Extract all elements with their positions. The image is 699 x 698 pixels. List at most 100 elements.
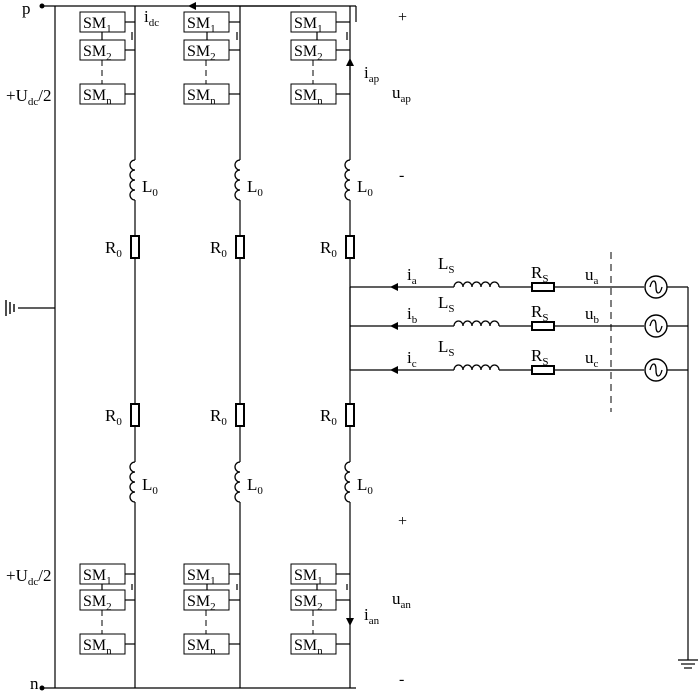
- ian-arrowhead: [346, 618, 354, 626]
- lower-inductor-label: L0: [357, 475, 373, 497]
- phase-inductor-label: LS: [438, 254, 455, 276]
- lower-resistor: [345, 403, 355, 427]
- submodule-upper-n: SMn: [79, 83, 126, 107]
- terminal-p-dot: [39, 3, 45, 9]
- iap-label: iap: [364, 63, 380, 85]
- lower-resistor-label: R0: [210, 406, 227, 428]
- submodule-lower-2: SM2: [79, 589, 126, 613]
- uan-plus: +: [398, 513, 407, 530]
- submodule-label: SM2: [83, 43, 112, 63]
- submodule-label: SM1: [83, 15, 112, 35]
- idc-arrowhead: [188, 2, 196, 10]
- terminal-n-label: n: [30, 674, 39, 693]
- upper-resistor-label: R0: [105, 238, 122, 260]
- upper-resistor: [235, 235, 245, 259]
- phase-inductor-label: LS: [438, 293, 455, 315]
- sine-wave-icon: [649, 280, 663, 294]
- phase-resistor-label: RS: [531, 302, 548, 324]
- terminal-p-label: p: [22, 0, 31, 18]
- submodule-label: SM1: [294, 567, 323, 587]
- submodule-lower-2: SM2: [183, 589, 230, 613]
- lower-inductor: [129, 461, 136, 503]
- upper-inductor-label: L0: [357, 177, 373, 199]
- ac-phase-b: ib ub LS RS: [350, 293, 688, 338]
- phase-resistor-label: RS: [531, 346, 548, 368]
- phase-current-arrow: [390, 366, 398, 374]
- phase-voltage-label: ub: [585, 304, 600, 326]
- submodule-lower-1: SM1: [290, 563, 337, 587]
- submodule-label: SM2: [187, 43, 216, 63]
- udc-bottom-label: +Udc/2: [6, 566, 52, 588]
- submodule-upper-1: SM1: [79, 11, 126, 35]
- phase-inductor: [453, 281, 500, 288]
- submodule-lower-1: SM1: [183, 563, 230, 587]
- submodule-label: SM2: [83, 593, 112, 613]
- udc-top-label: +Udc/2: [6, 86, 52, 108]
- lower-inductor: [344, 461, 351, 503]
- submodule-label: SMn: [83, 637, 112, 657]
- submodule-label: SM1: [294, 15, 323, 35]
- submodule-upper-1: SM1: [290, 11, 337, 35]
- submodule-upper-2: SM2: [79, 39, 126, 63]
- submodule-label: SMn: [294, 87, 323, 107]
- submodule-lower-2: SM2: [290, 589, 337, 613]
- ian-label: ian: [364, 605, 380, 627]
- upper-inductor-label: L0: [247, 177, 263, 199]
- submodule-label: SM2: [294, 593, 323, 613]
- converter-legs: SM1SM2SMnSM1SM2SMnL0L0R0R0SM1SM2SMnSM1SM…: [79, 6, 373, 688]
- uan-minus: -: [399, 671, 404, 688]
- phase-current-arrow: [390, 283, 398, 291]
- submodule-label: SMn: [187, 87, 216, 107]
- upper-inductor-label: L0: [142, 177, 158, 199]
- lower-resistor-label: R0: [105, 406, 122, 428]
- iap-arrowhead: [346, 58, 354, 66]
- upper-resistor-label: R0: [320, 238, 337, 260]
- dc-bus-wiring: [18, 5, 357, 689]
- lower-resistor-label: R0: [320, 406, 337, 428]
- phase-inductor: [453, 320, 500, 327]
- sine-wave-icon: [649, 319, 663, 333]
- submodule-label: SM1: [187, 567, 216, 587]
- submodule-lower-n: SMn: [183, 633, 230, 657]
- uap-minus: -: [399, 167, 404, 184]
- lower-resistor: [235, 403, 245, 427]
- terminal-n-dot: [39, 685, 45, 691]
- submodule-label: SM1: [83, 567, 112, 587]
- lower-inductor: [234, 461, 241, 503]
- sine-wave-icon: [649, 363, 663, 377]
- upper-resistor: [130, 235, 140, 259]
- upper-inductor: [129, 159, 136, 201]
- submodule-lower-n: SMn: [79, 633, 126, 657]
- submodule-upper-n: SMn: [290, 83, 337, 107]
- submodule-upper-2: SM2: [183, 39, 230, 63]
- submodule-upper-1: SM1: [183, 11, 230, 35]
- lower-inductor-label: L0: [247, 475, 263, 497]
- submodule-label: SMn: [294, 637, 323, 657]
- idc-label: idc: [144, 7, 159, 29]
- upper-resistor-label: R0: [210, 238, 227, 260]
- submodule-upper-n: SMn: [183, 83, 230, 107]
- submodule-lower-n: SMn: [290, 633, 337, 657]
- phase-current-label: ic: [407, 348, 417, 370]
- phase-voltage-label: ua: [585, 265, 599, 287]
- phase-current-label: ib: [407, 304, 418, 326]
- uap-plus: +: [398, 9, 407, 26]
- submodule-label: SM2: [294, 43, 323, 63]
- submodule-upper-2: SM2: [290, 39, 337, 63]
- upper-inductor: [234, 159, 241, 201]
- uap-label: uap: [392, 83, 411, 105]
- lower-resistor: [130, 403, 140, 427]
- phase-resistor-label: RS: [531, 263, 548, 285]
- phase-current-arrow: [390, 322, 398, 330]
- submodule-label: SMn: [83, 87, 112, 107]
- phase-voltage-label: uc: [585, 348, 599, 370]
- phase-inductor: [453, 364, 500, 371]
- submodule-lower-1: SM1: [79, 563, 126, 587]
